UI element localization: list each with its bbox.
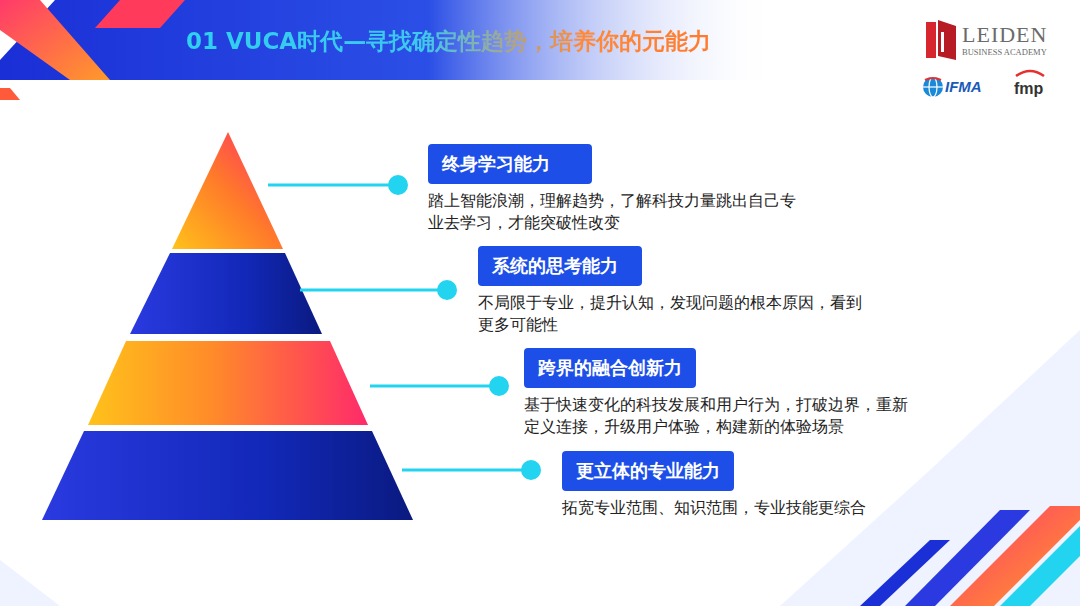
pyramid-band — [42, 431, 413, 520]
heading-box: 系统的思考能力 — [478, 246, 642, 286]
leader-dot — [489, 376, 509, 396]
leader-dot — [437, 280, 457, 300]
fmp-logo-text: fmp — [1014, 80, 1043, 98]
corner-stripe — [95, 0, 185, 28]
leader-dot — [521, 460, 541, 480]
pyramid-band — [88, 341, 368, 425]
leader-line — [370, 385, 492, 388]
heading-box: 终身学习能力 — [428, 144, 592, 184]
bg-panel — [0, 560, 60, 606]
capability-item: 跨界的融合创新力基于快速变化的科技发展和用户行为，打破边界，重新定义连接，升级用… — [524, 348, 916, 438]
leader-dot — [388, 175, 408, 195]
heading-box: 更立体的专业能力 — [562, 451, 734, 491]
brand-name: LEIDEN — [962, 22, 1047, 48]
heading-box: 跨界的融合创新力 — [524, 348, 696, 388]
capability-item: 终身学习能力踏上智能浪潮，理解趋势，了解科技力量跳出自己专业去学习，才能突破性改… — [428, 144, 796, 234]
leader-line — [268, 184, 392, 187]
description-text: 基于快速变化的科技发展和用户行为，打破边界，重新定义连接，升级用户体验，构建新的… — [524, 394, 916, 438]
bg-panel — [780, 330, 1080, 606]
corner-stripe — [1000, 526, 1080, 606]
corner-stripe — [0, 0, 110, 80]
capability-item: 系统的思考能力不局限于专业，提升认知，发现问题的根本原因，看到更多可能性 — [478, 246, 868, 336]
corner-stripe — [0, 88, 20, 100]
description-text: 踏上智能浪潮，理解趋势，了解科技力量跳出自己专业去学习，才能突破性改变 — [428, 190, 796, 234]
corner-stripe — [950, 506, 1080, 606]
pyramid-band — [130, 253, 322, 334]
brand-subtitle: BUSINESS ACADEMY — [962, 47, 1047, 57]
leader-line — [402, 469, 524, 472]
corner-stripe — [860, 540, 950, 606]
title-bar — [0, 0, 780, 80]
leader-line — [300, 289, 440, 292]
description-text: 不局限于专业，提升认知，发现问题的根本原因，看到更多可能性 — [478, 292, 868, 336]
ifma-globe-icon — [923, 77, 943, 97]
description-text: 拓宽专业范围、知识范围，专业技能更综合 — [562, 497, 942, 519]
leiden-logo-icon — [926, 20, 956, 60]
pyramid-top — [172, 132, 283, 249]
ifma-logo-text: IFMA — [945, 78, 982, 95]
capability-item: 更立体的专业能力拓宽专业范围、知识范围，专业技能更综合 — [562, 451, 942, 519]
slide-title: 01 VUCA时代—寻找确定性趋势，培养你的元能力 — [186, 26, 711, 57]
fmp-logo-mark — [1016, 71, 1044, 76]
